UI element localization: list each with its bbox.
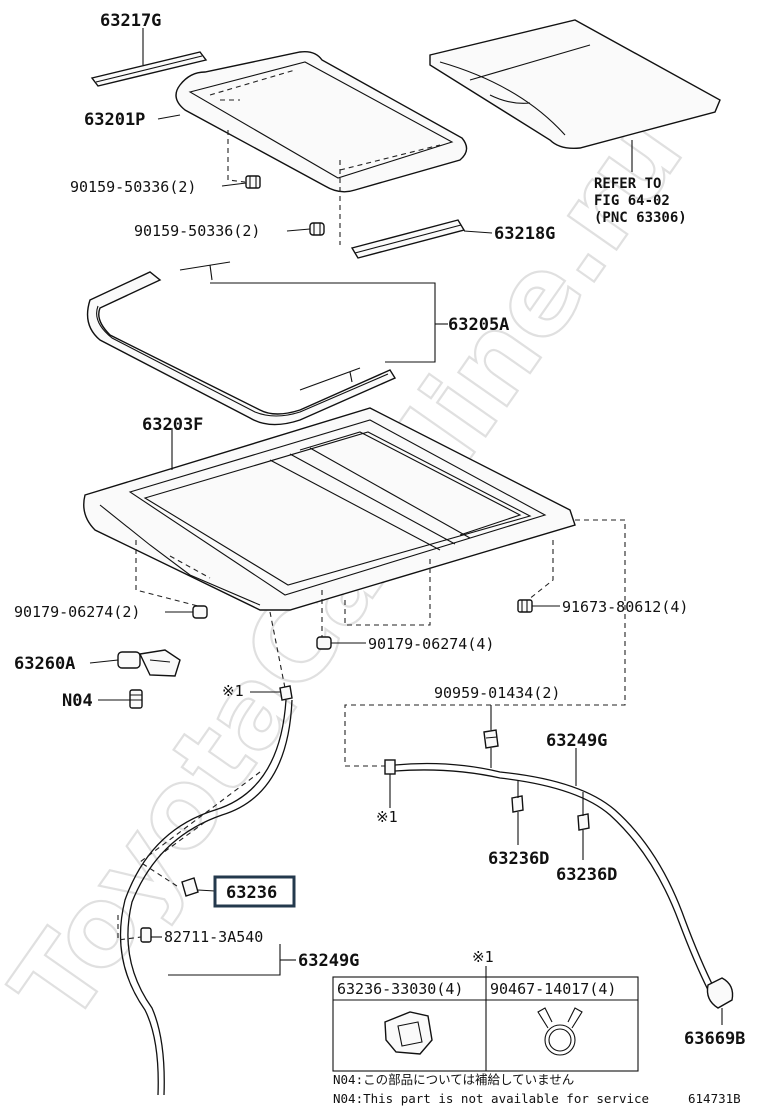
label-90159-b[interactable]: 90159-50336(2)	[134, 222, 260, 240]
label-90179-b[interactable]: 90179-06274(4)	[368, 635, 494, 653]
part-63669B-cap[interactable]	[706, 977, 734, 1009]
note-jp: N04:この部品については補給していません	[333, 1072, 574, 1087]
refer-line-3: (PNC 63306)	[594, 210, 687, 226]
part-63205A-seal[interactable]	[86, 261, 397, 426]
legend-header-90467[interactable]: 90467-14017(4)	[490, 980, 616, 998]
refer-line-2: FIG 64-02	[594, 193, 670, 209]
legend-header-63236[interactable]: 63236-33030(4)	[337, 980, 463, 998]
label-63236D-a[interactable]: 63236D	[488, 849, 549, 869]
label-63236[interactable]: 63236	[226, 883, 277, 903]
mark-1-c: ※1	[472, 948, 494, 966]
part-63249G-left-cable[interactable]	[119, 611, 293, 1096]
highlight-63236	[213, 875, 296, 908]
label-63260A[interactable]: 63260A	[14, 654, 75, 674]
refer-line-1: REFER TO	[594, 176, 661, 192]
mark-1-b: ※1	[376, 808, 398, 826]
legend-clip-illustration	[384, 1011, 433, 1055]
part-63260A-motor[interactable]	[117, 649, 181, 677]
label-63236D-b[interactable]: 63236D	[556, 865, 617, 885]
label-63249G-a[interactable]: 63249G	[546, 731, 607, 751]
part-63201P-glass-panel[interactable]	[175, 50, 468, 193]
part-sunshade-panel[interactable]	[429, 19, 721, 150]
part-63249G-right-cable[interactable]	[384, 759, 716, 993]
part-90179-clip-a[interactable]	[192, 605, 208, 619]
label-90959[interactable]: 90959-01434(2)	[434, 684, 560, 702]
label-90179-a[interactable]: 90179-06274(2)	[14, 603, 140, 621]
label-82711[interactable]: 82711-3A540	[164, 928, 263, 946]
label-63249G-b[interactable]: 63249G	[298, 951, 359, 971]
part-N04-bolt[interactable]	[129, 689, 143, 709]
part-63217G-strip[interactable]	[90, 51, 208, 87]
label-63218G[interactable]: 63218G	[494, 224, 555, 244]
part-90159-bolt-1[interactable]	[245, 175, 261, 189]
legend-table: 63236-33030(4) 90467-14017(4)	[332, 976, 639, 1072]
label-63217G[interactable]: 63217G	[100, 11, 161, 31]
label-63205A[interactable]: 63205A	[448, 315, 509, 335]
label-91673[interactable]: 91673-80612(4)	[562, 598, 688, 616]
part-63218G-strip[interactable]	[350, 219, 466, 259]
legend-spring-clamp-illustration	[537, 1007, 583, 1056]
mark-1-a: ※1	[222, 682, 244, 700]
label-63669B[interactable]: 63669B	[684, 1029, 745, 1049]
figure-id: 614731B	[688, 1091, 741, 1106]
part-63236D-clamp-1[interactable]	[511, 795, 524, 813]
part-63203F-housing[interactable]	[83, 407, 576, 611]
part-90959-clip[interactable]	[483, 729, 499, 749]
label-90159-a[interactable]: 90159-50336(2)	[70, 178, 196, 196]
part-63236D-clamp-2[interactable]	[577, 813, 590, 831]
label-63203F[interactable]: 63203F	[142, 415, 203, 435]
label-63201P[interactable]: 63201P	[84, 110, 145, 130]
note-en: N04:This part is not available for servi…	[333, 1091, 649, 1106]
label-N04[interactable]: N04	[62, 691, 93, 711]
part-90159-bolt-2[interactable]	[309, 222, 325, 236]
part-91673-screw[interactable]	[517, 599, 533, 613]
part-63236-clip[interactable]	[181, 877, 199, 897]
part-90179-clip-b[interactable]	[316, 636, 332, 650]
part-82711-clamp[interactable]	[140, 927, 152, 943]
